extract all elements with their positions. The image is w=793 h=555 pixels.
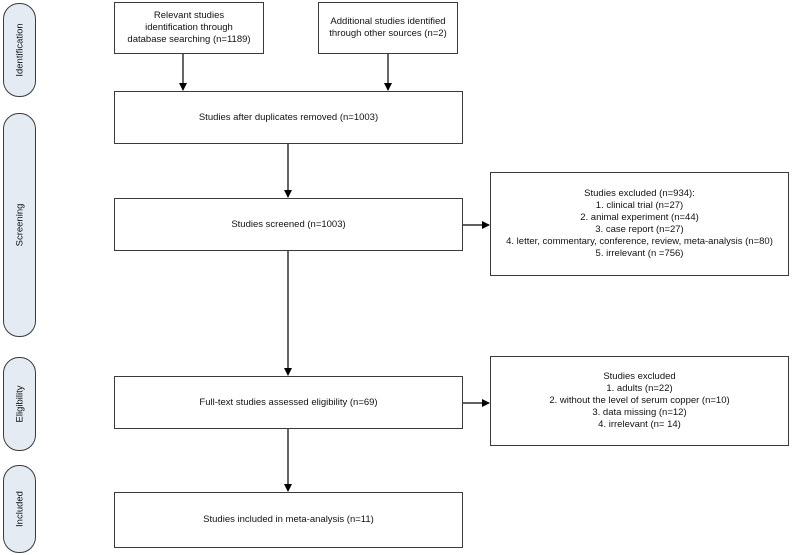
box-line: database searching (n=1189) <box>127 34 251 45</box>
stage-included: Included <box>3 465 36 553</box>
duplicates-removed-box: Studies after duplicates removed (n=1003… <box>114 91 463 144</box>
box-line: Studies excluded (n=934): <box>584 188 695 199</box>
box-line: 4. irrelevant (n= 14) <box>598 419 681 430</box>
excluded-screening-box: Studies excluded (n=934): 1. clinical tr… <box>490 172 789 276</box>
box-line: Additional studies identified <box>330 16 446 27</box>
studies-screened-box: Studies screened (n=1003) <box>114 198 463 251</box>
full-text-box: Full-text studies assessed eligibility (… <box>114 376 463 429</box>
box-line: 1. adults (n=22) <box>606 383 673 394</box>
box-line: 1. clinical trial (n=27) <box>595 200 684 211</box>
box-line: Studies screened (n=1003) <box>231 218 346 230</box>
box-line: Studies excluded <box>603 371 676 382</box>
stage-identification: Identification <box>3 3 36 97</box>
box-line: 2. animal experiment (n=44) <box>580 212 699 223</box>
stage-eligibility: Eligibility <box>3 357 36 451</box>
box-line: identification through <box>145 22 233 33</box>
box-line: Relevant studies <box>153 10 225 21</box>
box-line: Studies included in meta-analysis (n=11) <box>203 514 374 525</box>
stage-screening: Screening <box>3 113 36 337</box>
database-search-box: Relevant studies identification through … <box>114 2 264 54</box>
box-line: Studies after duplicates removed (n=1003… <box>198 111 379 123</box>
included-box: Studies included in meta-analysis (n=11) <box>114 492 463 548</box>
box-line: Full-text studies assessed eligibility (… <box>199 396 378 408</box>
excluded-eligibility-box: Studies excluded 1. adults (n=22) 2. wit… <box>490 356 789 446</box>
box-line: 2. without the level of serum copper (n=… <box>549 395 730 406</box>
other-sources-box: Additional studies identified through ot… <box>318 2 458 54</box>
box-line: through other sources (n=2) <box>329 28 447 39</box>
box-line: 3. case report (n=27) <box>595 224 684 235</box>
box-line: 4. letter, commentary, conference, revie… <box>506 236 773 247</box>
box-line: 5. irrelevant (n =756) <box>595 248 684 259</box>
box-line: 3. data missing (n=12) <box>592 407 687 418</box>
